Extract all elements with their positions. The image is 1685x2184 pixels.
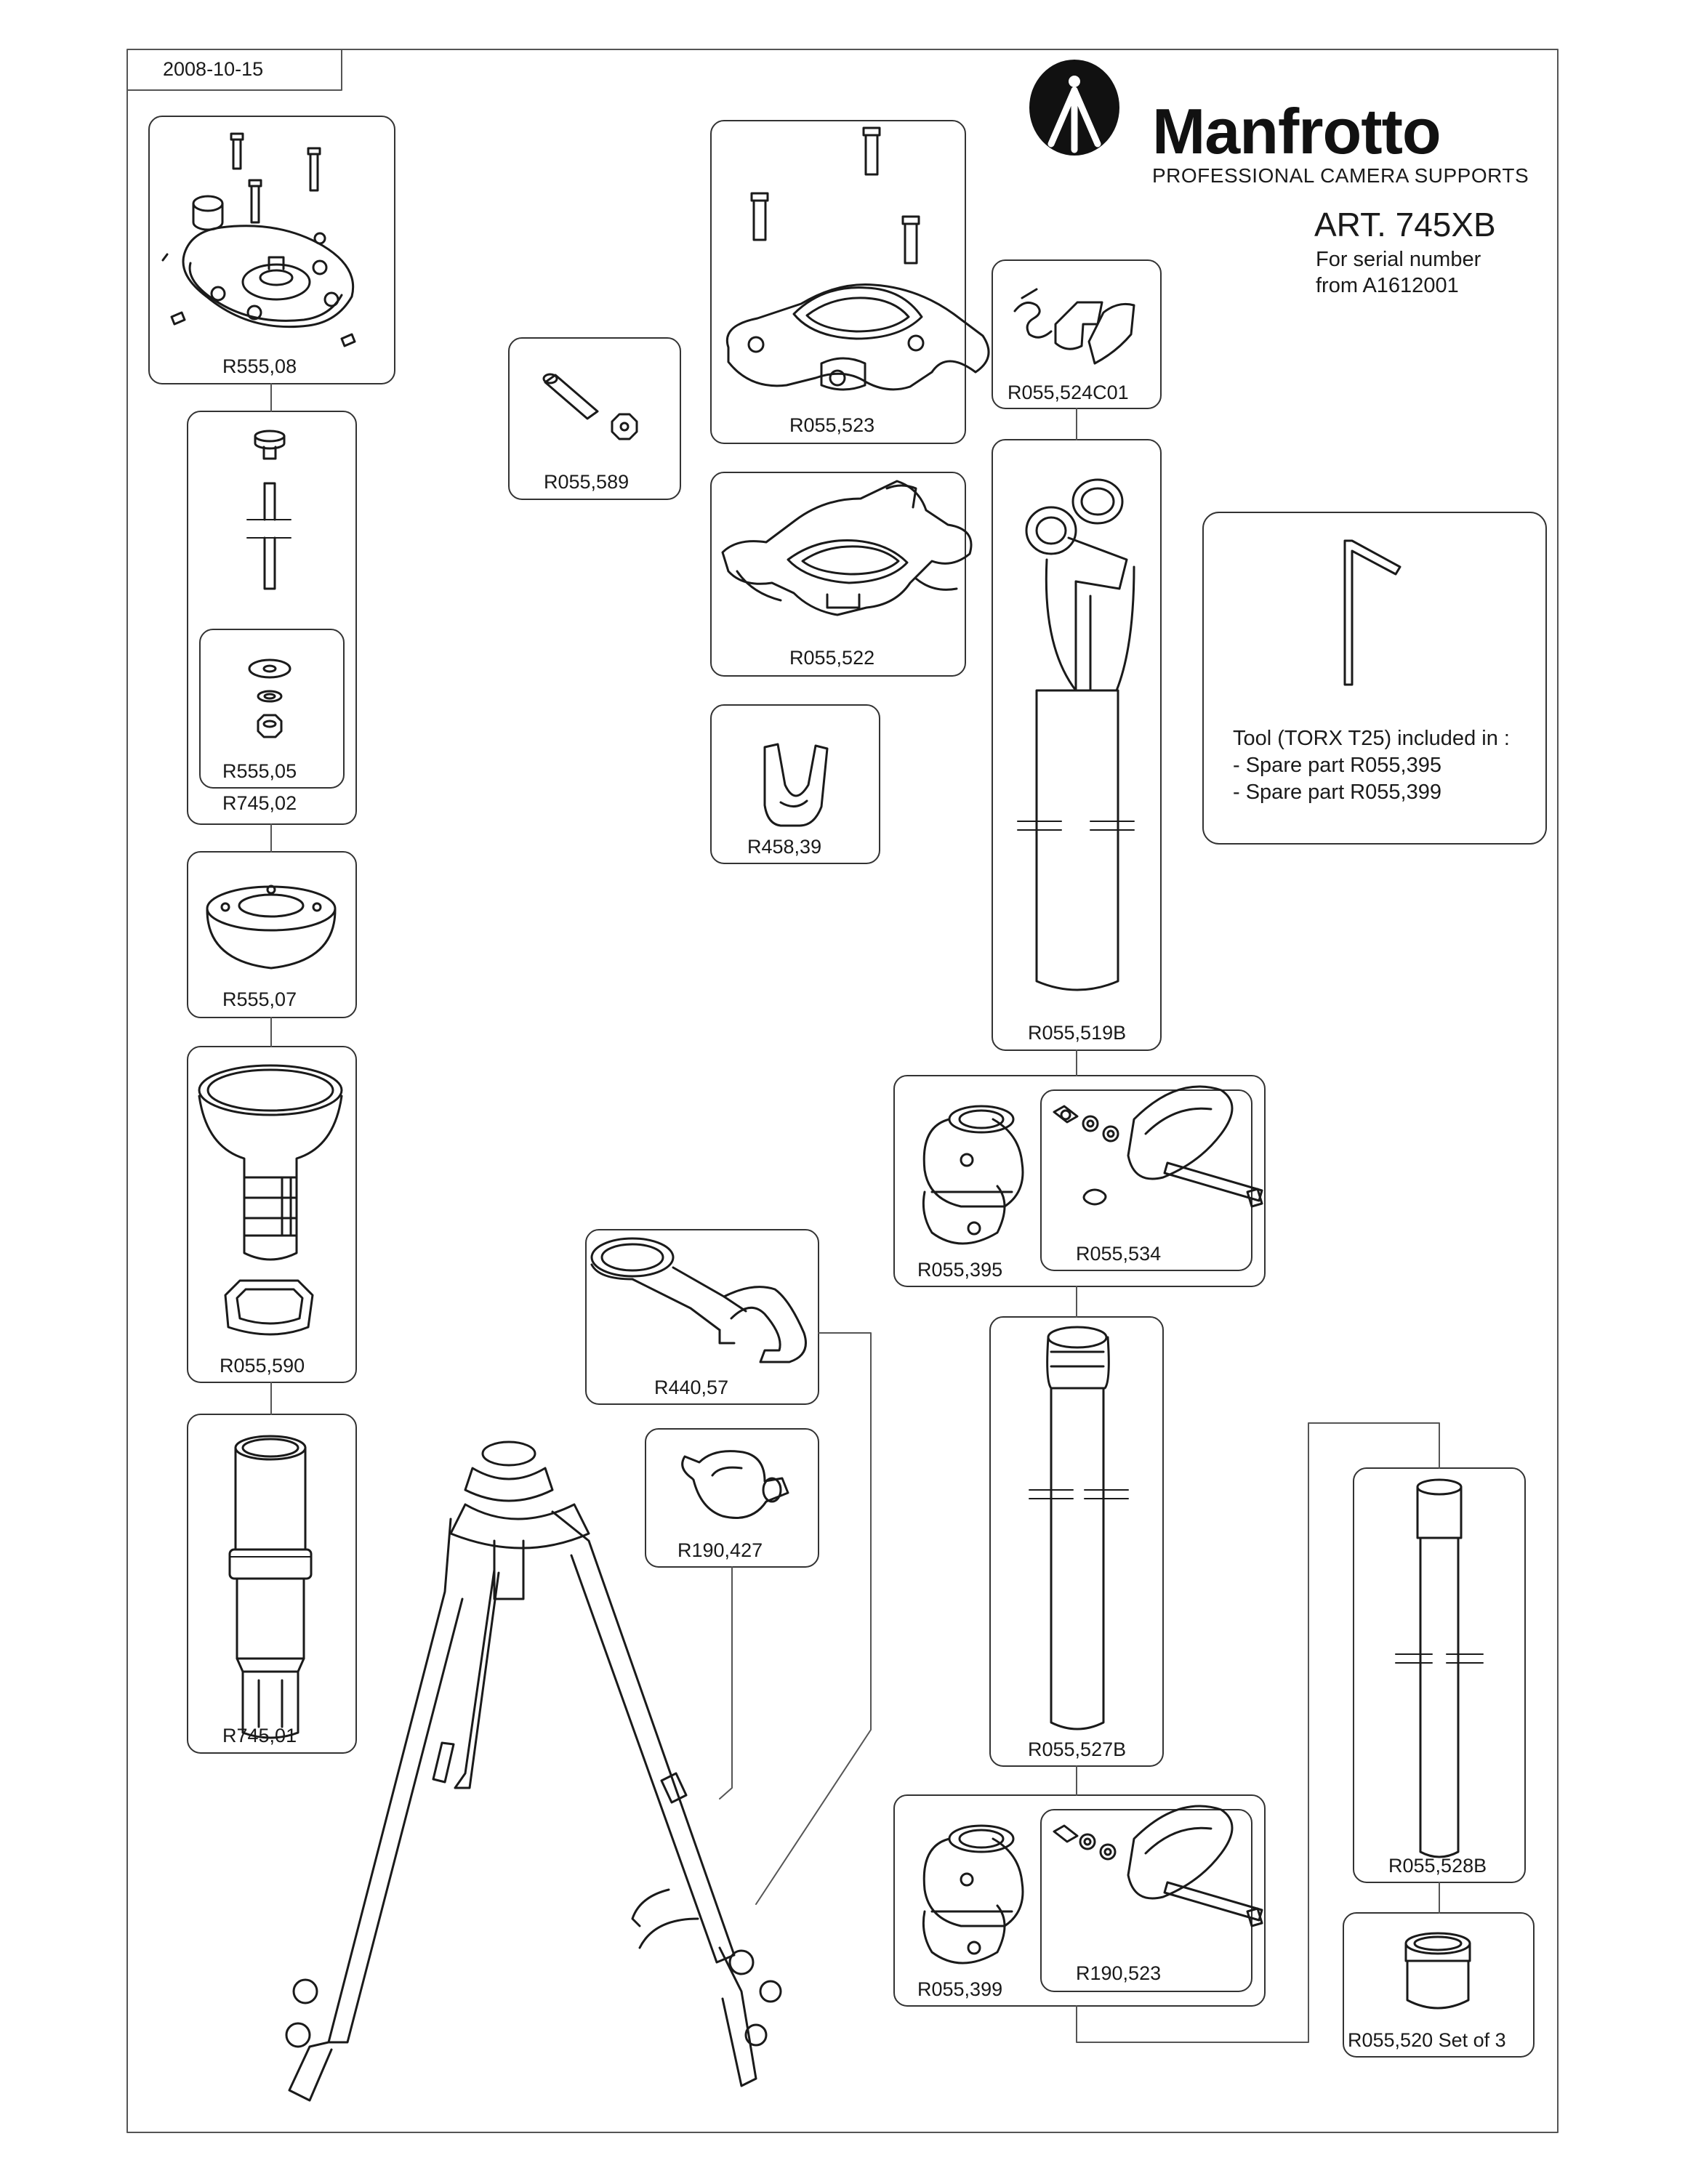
- date-box: [126, 49, 342, 91]
- frame-r055-589: [508, 337, 681, 500]
- hook-clamp-icon: [681, 1450, 789, 1519]
- leg-angle-clip-icon: [1013, 288, 1135, 365]
- part-label-r055-522: R055,522: [789, 647, 875, 669]
- upper-leg-section-icon: [1017, 478, 1135, 991]
- part-label-r055-524c01: R055,524C01: [1008, 382, 1129, 403]
- lock-lever-kit-icon: [1053, 1085, 1263, 1208]
- frame-r055-522: [710, 472, 966, 677]
- part-label-r055-534: R055,534: [1076, 1243, 1162, 1265]
- page-frame: [126, 49, 1559, 2133]
- center-column-icon: [228, 1435, 313, 1739]
- part-label-r055-590: R055,590: [220, 1355, 305, 1377]
- leg-lock-clamp-icon: [922, 1105, 1024, 1245]
- rubber-foot-icon: [1404, 1932, 1471, 2010]
- tool-note-line-3: - Spare part R055,399: [1233, 781, 1441, 804]
- part-label-r055-528b: R055,528B: [1388, 1855, 1487, 1877]
- serial-line-2: from A1612001: [1316, 274, 1459, 297]
- frame-r745-01: [187, 1414, 357, 1754]
- connector-lines: [270, 383, 1440, 2043]
- spider-top-casting-icon: [726, 126, 990, 391]
- frame-r190-523: [1040, 1809, 1252, 1992]
- part-label-r745-01: R745,01: [222, 1725, 297, 1746]
- part-label-r190-427: R190,427: [677, 1539, 763, 1561]
- part-label-r055-527b: R055,527B: [1028, 1738, 1127, 1760]
- part-label-r555-05: R555,05: [222, 760, 297, 782]
- revision-date: 2008-10-15: [163, 58, 264, 80]
- part-label-r190-523: R190,523: [1076, 1962, 1162, 1984]
- frame-r555-05: [199, 629, 345, 789]
- frame-r458-39: [710, 704, 880, 864]
- logo-tripod-glyph: [1047, 76, 1101, 153]
- part-label-r555-08: R555,08: [222, 355, 297, 377]
- part-label-r055-519b: R055,519B: [1028, 1022, 1127, 1044]
- lock-lever-kit-icon: [1053, 1805, 1263, 1927]
- part-label-r055-523: R055,523: [789, 414, 875, 436]
- lower-leg-section-icon: [1395, 1478, 1484, 1858]
- part-label-r745-02: R745,02: [222, 792, 297, 814]
- part-label-r055-399: R055,399: [917, 1978, 1003, 2000]
- part-label-r440-57: R440,57: [654, 1377, 729, 1398]
- serial-line-1: For serial number: [1316, 248, 1481, 271]
- part-label-r055-395: R055,395: [917, 1259, 1003, 1281]
- fork-clip-icon: [763, 743, 829, 827]
- middle-leg-section-icon: [1029, 1326, 1129, 1730]
- brand-tagline: PROFESSIONAL CAMERA SUPPORTS: [1152, 164, 1529, 187]
- part-label-r555-07: R555,07: [222, 988, 297, 1010]
- washer-nut-set-icon: [248, 658, 291, 738]
- tool-note-line-2: - Spare part R055,395: [1233, 754, 1441, 777]
- frame-r055-527b: [989, 1316, 1164, 1767]
- half-ball-icon: [206, 885, 337, 970]
- part-label-r458-39: R458,39: [747, 836, 822, 858]
- leveling-bowl-icon: [198, 1064, 343, 1336]
- part-label-r055-520: R055,520 Set of 3: [1348, 2029, 1506, 2051]
- part-frames: [148, 116, 1547, 2058]
- tool-note-line-1: Tool (TORX T25) included in :: [1233, 727, 1510, 750]
- part-label-r055-589: R055,589: [544, 471, 630, 493]
- pin-and-nut-icon: [542, 373, 638, 440]
- leveling-base-plate-icon: [161, 132, 356, 347]
- frame-r440-57: [585, 1229, 819, 1405]
- spreader-arm-icon: [590, 1237, 807, 1363]
- brand-name: Manfrotto: [1152, 95, 1441, 167]
- frame-r055-528b: [1353, 1467, 1526, 1883]
- assembled-tripod-icon: [285, 1440, 782, 2102]
- frame-r055-395-group: [893, 1075, 1266, 1287]
- frame-r055-534: [1040, 1089, 1252, 1271]
- frame-tool-note: [1202, 512, 1547, 845]
- article-number: ART. 745XB: [1314, 206, 1496, 243]
- frame-r055-399-group: [893, 1794, 1266, 2007]
- spider-bottom-casting-icon: [721, 480, 973, 616]
- frame-r055-523: [710, 120, 966, 444]
- bolt-and-pin-kit-icon: [246, 430, 291, 590]
- torx-key-icon: [1343, 539, 1402, 686]
- leg-lock-clamp-icon: [922, 1824, 1024, 1965]
